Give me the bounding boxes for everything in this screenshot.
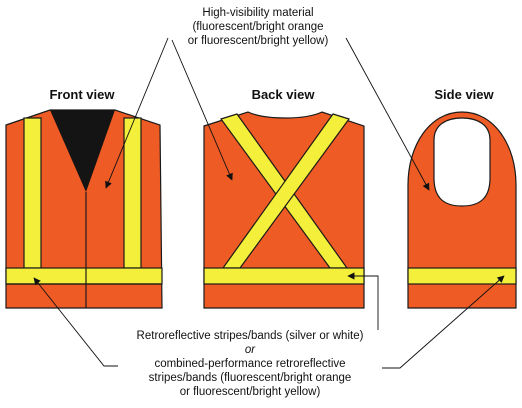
top-caption-line-1: High-visibility material — [202, 7, 313, 19]
front-vest-left-stripe — [23, 117, 42, 269]
side-vest-body — [407, 111, 517, 309]
bottom-caption: Retroreflective stripes/bands (silver or… — [137, 330, 364, 398]
bottom-caption-line-1: Retroreflective stripes/bands (silver or… — [137, 330, 364, 342]
side-vest — [407, 111, 517, 309]
front-vest-right-stripe — [123, 117, 142, 269]
side-view-title: Side view — [434, 87, 494, 102]
front-view-title: Front view — [49, 87, 115, 102]
top-caption-line-2: (fluorescent/bright orange — [192, 21, 323, 33]
bottom-caption-line-4: stripes/bands (fluorescent/bright orange — [149, 372, 352, 384]
back-view-title: Back view — [252, 87, 316, 102]
bottom-caption-line-2: or — [245, 344, 256, 356]
leader-to-side-vest — [345, 37, 430, 191]
front-vest — [5, 109, 163, 309]
top-caption-line-3: or fluorescent/bright yellow) — [188, 35, 329, 47]
front-vest-band — [5, 267, 163, 285]
back-vest — [203, 111, 365, 309]
leader-to-back-band — [347, 272, 379, 330]
bottom-caption-line-5: or fluorescent/bright yellow) — [180, 386, 321, 398]
leader-to-back-vest — [171, 39, 233, 181]
bottom-caption-line-3: combined-performance retroreflective — [154, 358, 345, 370]
top-caption: High-visibility material (fluorescent/br… — [188, 7, 329, 47]
side-vest-band — [407, 267, 517, 285]
bottom-leader-lines — [33, 272, 505, 369]
front-vest-collar — [50, 110, 115, 192]
leader-to-front-vest — [105, 37, 169, 189]
back-vest-band — [203, 267, 365, 285]
leader-to-front-band — [33, 277, 118, 367]
leader-to-side-band — [382, 275, 505, 369]
top-leader-lines — [105, 37, 430, 191]
